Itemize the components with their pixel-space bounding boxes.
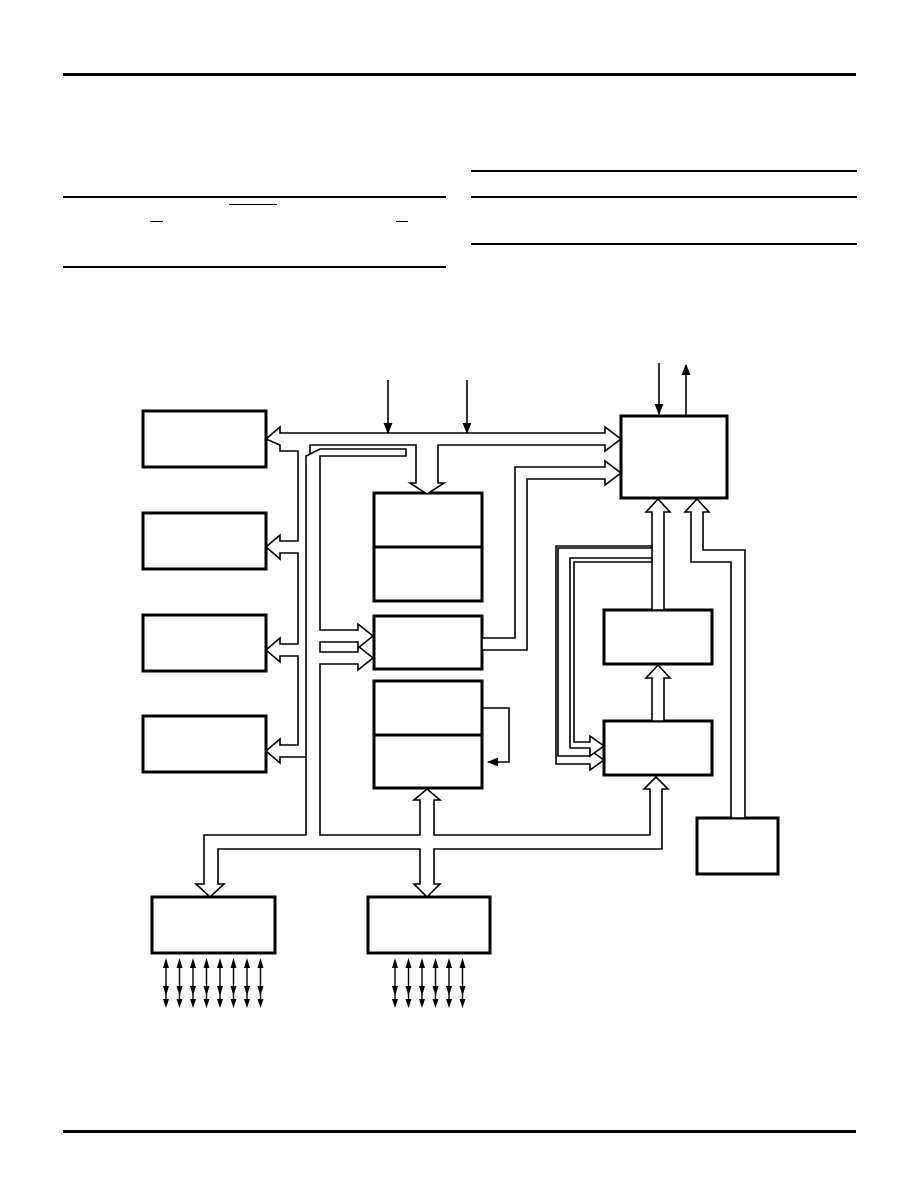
right-pin-1 (392, 958, 398, 1008)
center-block-top-pair (372, 491, 484, 603)
footer-rule (63, 1130, 856, 1133)
left-pin-5 (217, 958, 223, 1008)
center-to-right-bus-1 (481, 459, 623, 651)
center-block-bottom-pair (372, 679, 484, 790)
right-up-bus-middle-to-top (644, 497, 672, 611)
left-pin-8 (257, 958, 264, 1008)
right-table-top-rule (471, 170, 857, 172)
inner-control-bus (193, 448, 670, 899)
left-table-overbar-3 (396, 221, 408, 222)
left-table-bottom-rule (63, 266, 446, 268)
left-block-4 (141, 714, 268, 774)
left-block-1 (141, 409, 268, 469)
right-block-lower (602, 719, 714, 777)
left-table-overbar-2 (150, 221, 163, 222)
bottom-left-pins (163, 958, 264, 1008)
right-table-mid-rule (471, 196, 857, 198)
header-rule (63, 73, 856, 76)
main-bus (264, 425, 623, 765)
right-block-middle (602, 608, 714, 666)
right-block-top (619, 414, 729, 500)
right-pin-4 (432, 958, 439, 1008)
left-block-3 (141, 613, 268, 673)
right-inner-feedback-bus (569, 557, 653, 758)
center-block-middle (372, 614, 484, 671)
left-table-overbar-1 (229, 204, 277, 205)
right-pin-5 (446, 958, 452, 1008)
left-pin-3 (190, 958, 196, 1008)
small-block-to-top-bus (683, 497, 746, 819)
right-pin-3 (419, 958, 425, 1008)
right-pin-2 (405, 958, 412, 1008)
center-bottom-feedback-wire (482, 707, 510, 767)
left-pin-2 (176, 958, 183, 1008)
right-up-bus-lower-to-middle (644, 663, 672, 722)
right-feedback-bus (555, 545, 653, 772)
right-pin-6 (459, 958, 466, 1008)
left-pin-1 (163, 958, 169, 1008)
right-block-small (695, 816, 780, 876)
bottom-block-left (150, 895, 277, 955)
right-table-bottom-rule (471, 243, 857, 245)
left-pin-7 (244, 958, 250, 1008)
left-pin-6 (230, 958, 237, 1008)
bottom-block-right (366, 895, 492, 955)
bottom-right-pins (392, 958, 466, 1008)
left-block-2 (141, 511, 268, 571)
left-pin-4 (203, 958, 210, 1008)
left-table-top-rule (63, 196, 446, 198)
